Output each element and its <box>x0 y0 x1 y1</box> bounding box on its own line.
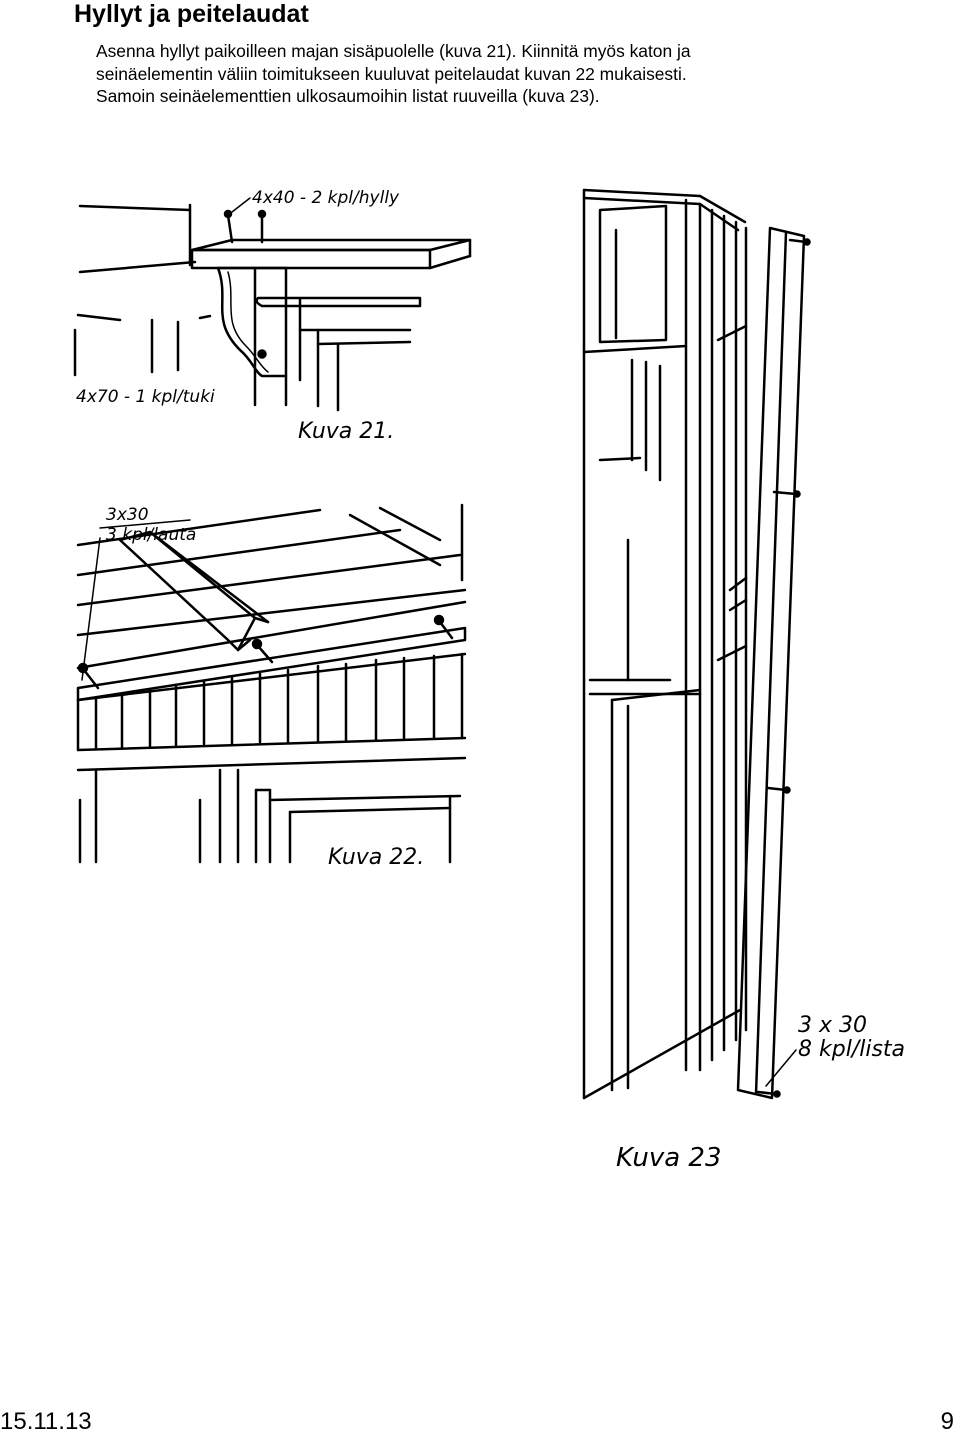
intro-line-2: seinäelementin väliin toimitukseen kuulu… <box>96 63 687 84</box>
rail <box>255 296 422 308</box>
corner-strip <box>736 226 806 1100</box>
kuva23-caption: Kuva 23 <box>616 1143 722 1173</box>
ceiling-edge <box>76 600 467 670</box>
bracket-size-label: 4x70 - 1 kpl/tuki <box>76 387 215 407</box>
kuva23-illustration: 3 x 30 8 kpl/lista Kuva 23 <box>582 188 905 1173</box>
page-number: 9 <box>940 1408 954 1435</box>
footer-date: 15.11.13 <box>0 1408 92 1435</box>
rafter <box>118 530 257 652</box>
strip-size-label: 3 x 30 <box>798 1013 867 1038</box>
shelf-size-label: 4x40 - 2 kpl/hylly <box>252 188 400 208</box>
trim-board <box>76 626 467 702</box>
kuva22-illustration: 3x30 3 kpl/lauta Kuva 22. <box>76 503 467 870</box>
intro-line-1: Asenna hyllyt paikoilleen majan sisäpuol… <box>96 41 691 61</box>
ceiling-line <box>78 204 192 212</box>
kuva21-illustration: 4x40 - 2 kpl/hylly 4x70 - 1 kpl/tuki Kuv… <box>73 188 472 444</box>
bracket <box>216 266 288 378</box>
trim-count-label: 3 kpl/lauta <box>106 525 196 545</box>
wall-panel <box>598 204 668 344</box>
shelf-top <box>190 238 472 252</box>
kuva22-caption: Kuva 22. <box>328 845 424 870</box>
intro-paragraph: Asenna hyllyt paikoilleen majan sisäpuol… <box>96 40 926 108</box>
trim-size-label: 3x30 <box>106 505 149 525</box>
shelf-front <box>190 248 432 270</box>
page-title: Hyllyt ja peitelaudat <box>74 0 309 28</box>
intro-line-3: Samoin seinäelementtien ulkosaumoihin li… <box>96 86 600 106</box>
strip-count-label: 8 kpl/lista <box>798 1037 905 1062</box>
kuva21-caption: Kuva 21. <box>298 419 394 444</box>
screw <box>226 213 234 244</box>
